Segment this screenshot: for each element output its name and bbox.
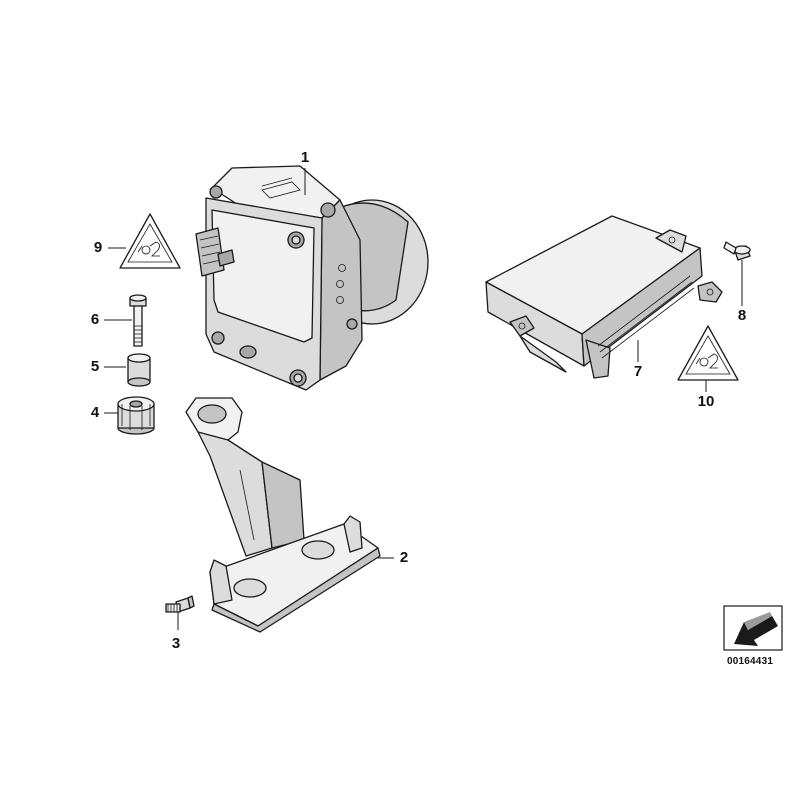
callout-9: 9 xyxy=(93,239,103,256)
warning-triangle-icon xyxy=(119,213,181,269)
control-unit xyxy=(485,215,723,379)
callout-4: 4 xyxy=(90,404,100,421)
callout-2: 2 xyxy=(399,549,409,566)
warning-triangle-icon xyxy=(677,325,739,381)
hydraulic-unit xyxy=(195,165,429,391)
callout-5: 5 xyxy=(90,358,100,375)
callout-10: 10 xyxy=(697,393,715,410)
leader-lines xyxy=(104,168,743,630)
sleeve-part-5 xyxy=(127,353,151,387)
reference-number: 00164431 xyxy=(727,656,774,667)
callout-6: 6 xyxy=(90,311,100,328)
callout-7: 7 xyxy=(633,363,643,380)
callout-3: 3 xyxy=(171,635,181,652)
bolt-part-8 xyxy=(723,241,751,261)
callout-1: 1 xyxy=(300,149,310,166)
screw-part-6 xyxy=(129,294,147,347)
rubber-mount-part-4 xyxy=(117,396,155,435)
callout-8: 8 xyxy=(737,307,747,324)
mounting-bracket xyxy=(185,397,381,633)
bolt-part-3 xyxy=(165,595,195,613)
direction-arrow-icon xyxy=(723,605,783,651)
